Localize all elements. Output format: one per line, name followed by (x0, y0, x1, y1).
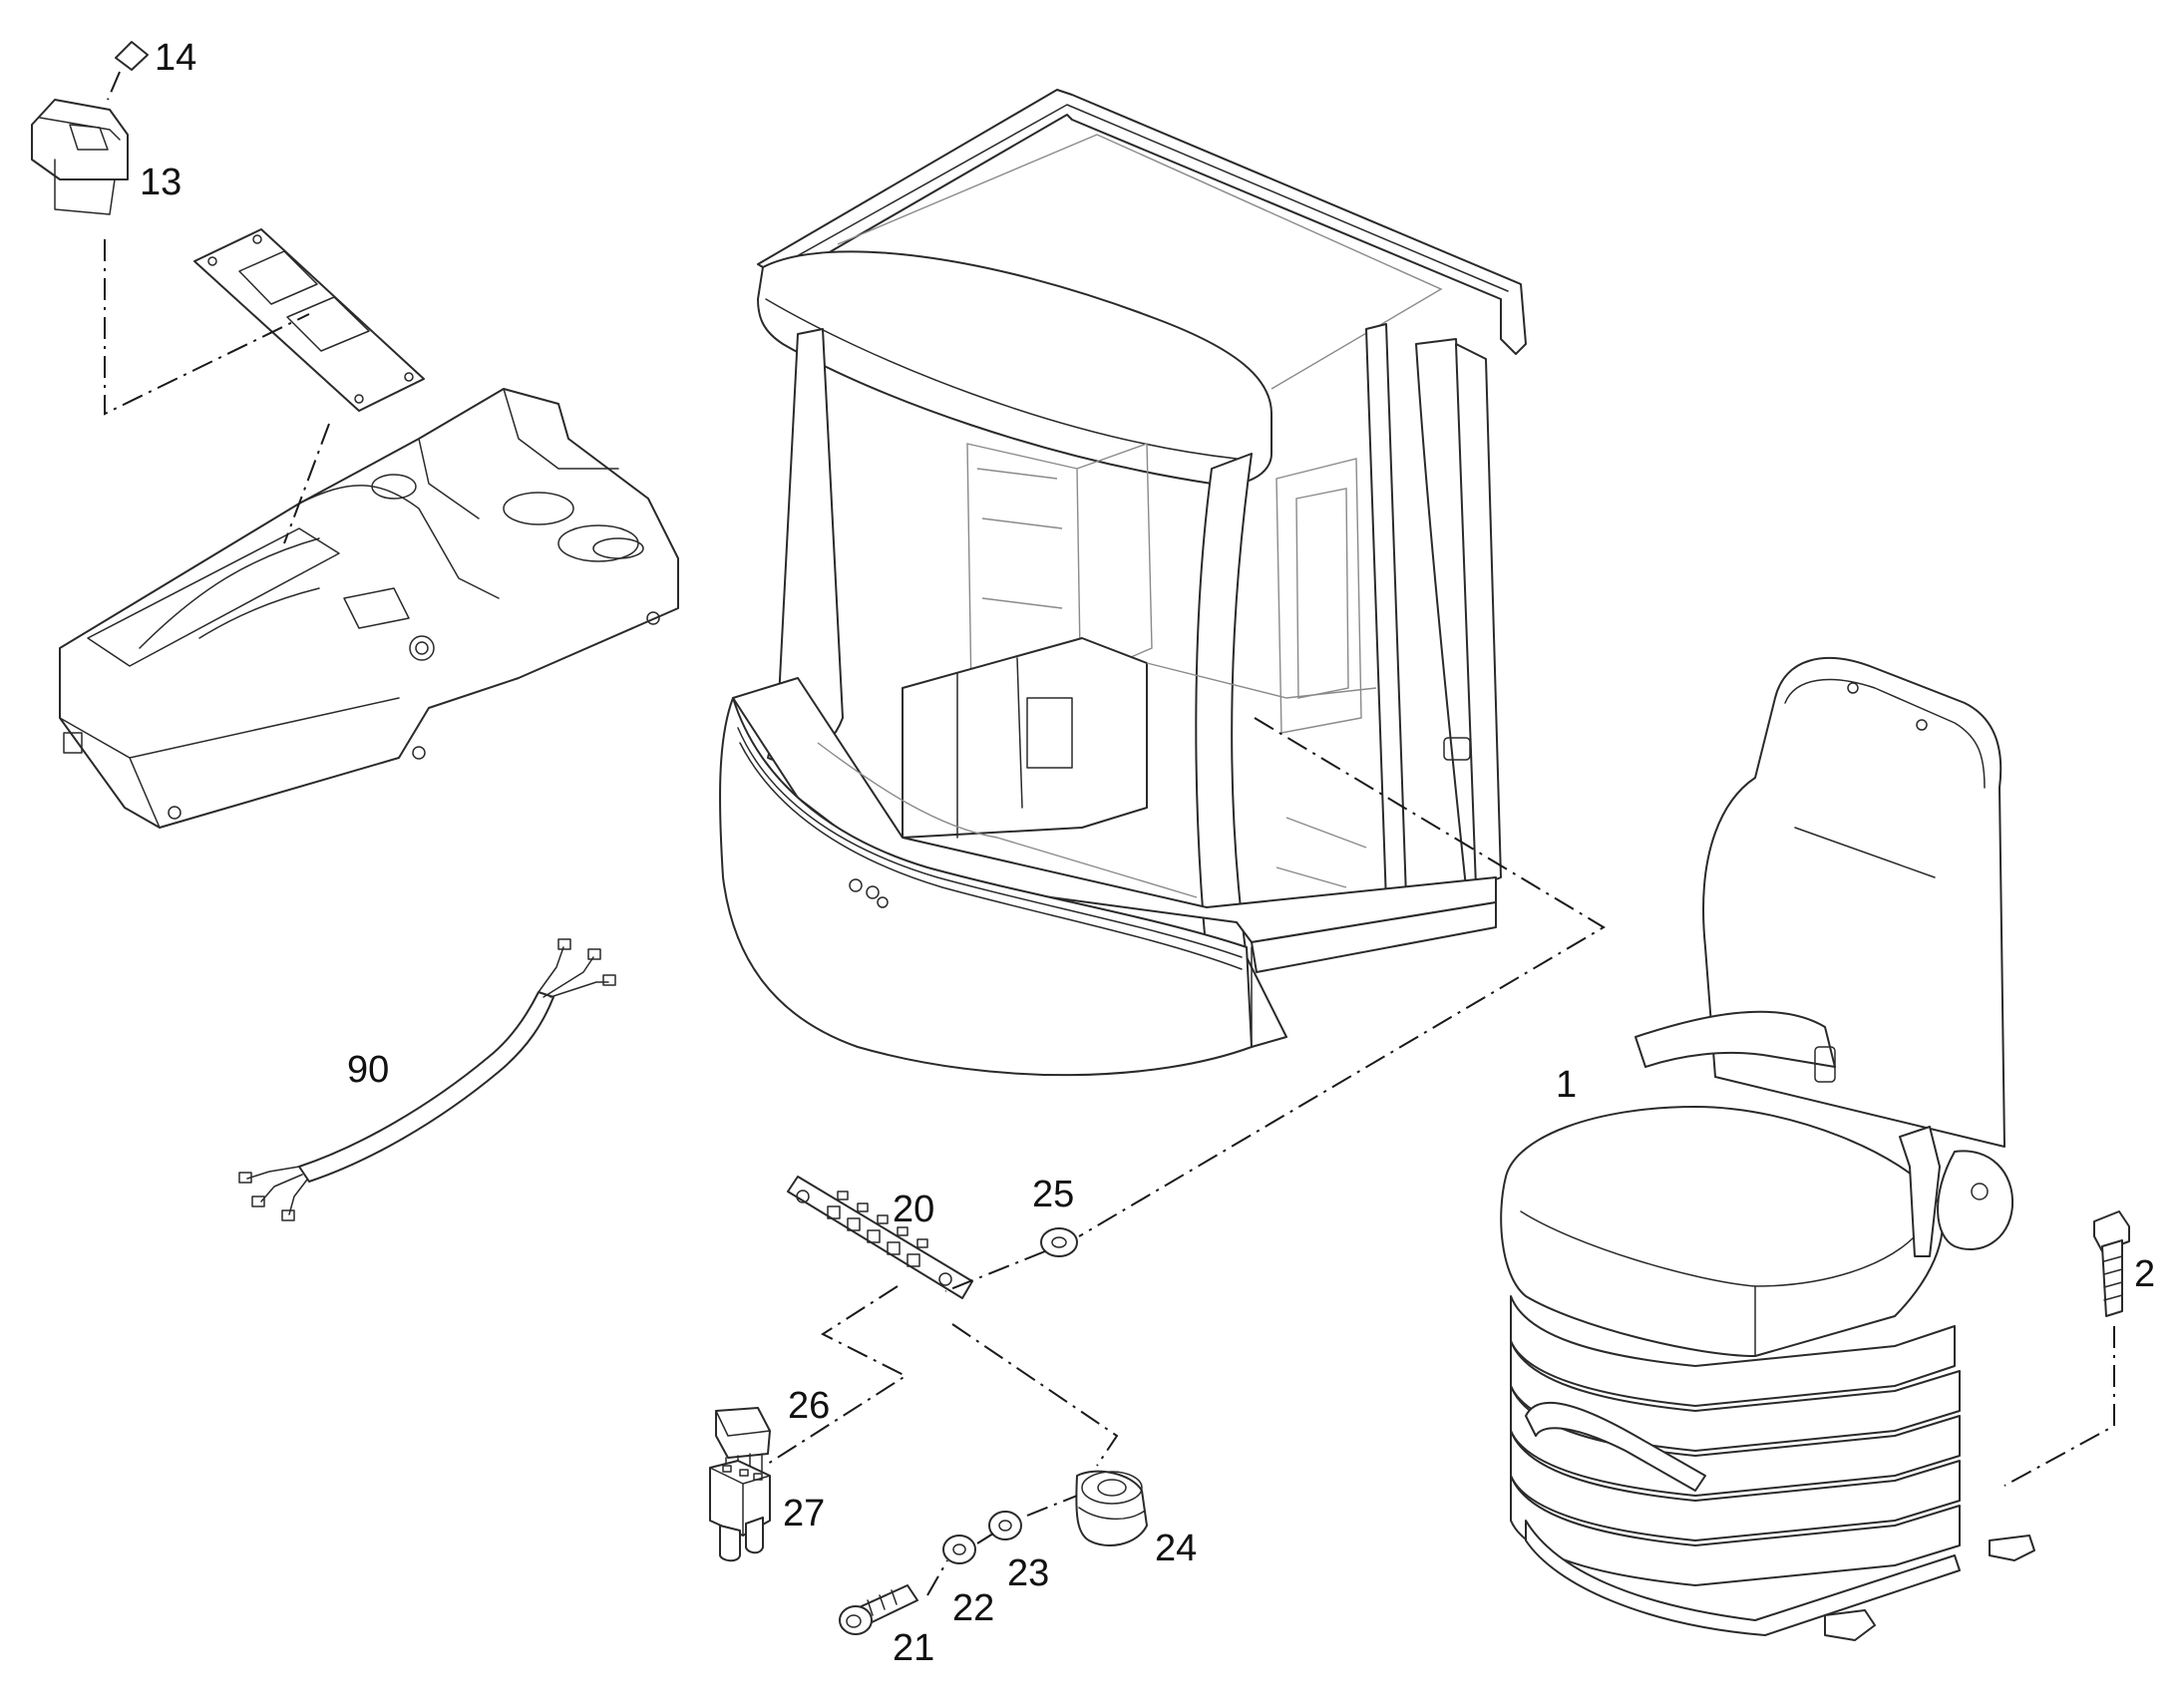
control-console (59, 388, 679, 829)
screw (839, 1584, 918, 1635)
label-1: 1 (1556, 1064, 1577, 1106)
washer-22 (942, 1535, 976, 1564)
leader-lines (104, 71, 2115, 1596)
operator-cab (719, 89, 1527, 1077)
washer-23 (988, 1511, 1022, 1540)
label-26: 26 (788, 1385, 830, 1427)
washer-25 (1040, 1227, 1078, 1257)
label-14: 14 (155, 37, 196, 79)
label-25: 25 (1032, 1174, 1074, 1215)
label-22: 22 (952, 1587, 994, 1629)
relay (709, 1460, 771, 1562)
label-21: 21 (893, 1627, 934, 1669)
label-20: 20 (893, 1189, 934, 1230)
bolt (2093, 1210, 2130, 1317)
rocker-switch (31, 99, 129, 215)
label-24: 24 (1155, 1528, 1197, 1569)
console-cover-plate (193, 228, 425, 412)
label-2: 2 (2134, 1253, 2155, 1295)
label-90: 90 (347, 1049, 389, 1091)
fuse-panel (787, 1176, 973, 1299)
operator-seat (1500, 657, 2035, 1641)
label-27: 27 (783, 1493, 825, 1535)
label-23: 23 (1007, 1552, 1049, 1594)
label-13: 13 (140, 162, 182, 203)
switch-cap (115, 41, 149, 71)
wire-harness (238, 938, 616, 1221)
grommet (1075, 1470, 1148, 1546)
callout-labels: 1 2 13 14 20 21 22 23 24 25 26 27 90 (140, 37, 2155, 1669)
